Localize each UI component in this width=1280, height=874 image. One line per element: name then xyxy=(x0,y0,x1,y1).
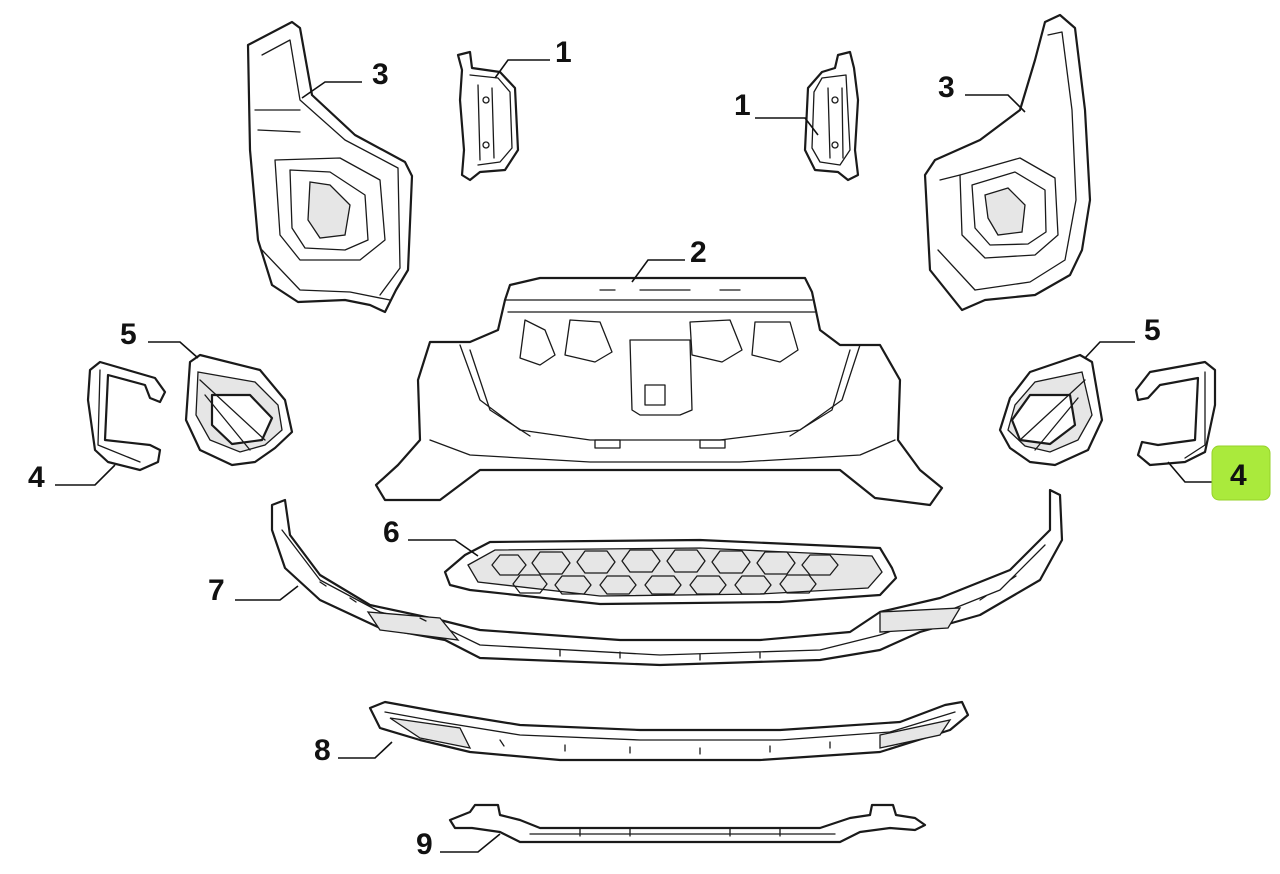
highlight-box xyxy=(1211,445,1271,501)
callout-8-label: 8 xyxy=(314,734,331,767)
callout-6-label: 6 xyxy=(383,516,400,549)
part-4-right-bezel[interactable] xyxy=(1134,360,1217,467)
part-8-trim-strip[interactable] xyxy=(368,700,970,762)
callout-1-left-label: 1 xyxy=(555,36,572,69)
callout-5-left-label: 5 xyxy=(120,318,137,351)
callout-7-label: 7 xyxy=(208,574,225,607)
callout-labels: 1 1 2 3 3 4 4 5 5 6 7 8 9 xyxy=(28,36,1271,861)
part-5-right-fog-housing[interactable] xyxy=(998,353,1104,467)
callout-4-right-highlight[interactable]: 4 xyxy=(1211,445,1271,501)
callout-9-label: 9 xyxy=(416,828,433,861)
callout-5-right-label: 5 xyxy=(1144,314,1161,347)
part-1-right-bracket[interactable] xyxy=(803,50,860,182)
part-6-lower-grille[interactable] xyxy=(443,538,898,606)
callout-4-left-label: 4 xyxy=(28,461,45,494)
part-7-lower-panel[interactable] xyxy=(270,488,1064,667)
part-3-left-corner[interactable] xyxy=(246,20,414,314)
callout-3-left-label: 3 xyxy=(372,58,389,91)
callout-1-right-label: 1 xyxy=(734,89,751,122)
part-1-left-bracket[interactable] xyxy=(456,50,520,182)
part-2-bumper-cover[interactable] xyxy=(374,276,944,507)
part-3-right-corner[interactable] xyxy=(923,13,1092,312)
part-4-left-bezel[interactable] xyxy=(86,360,167,472)
leader-lines xyxy=(55,59,1212,853)
part-5-left-fog-housing[interactable] xyxy=(184,353,294,467)
callout-4-right-label: 4 xyxy=(1230,459,1247,492)
callout-3-right-label: 3 xyxy=(938,71,955,104)
part-9-support-bar[interactable] xyxy=(448,803,927,844)
callout-2-label: 2 xyxy=(690,236,707,269)
